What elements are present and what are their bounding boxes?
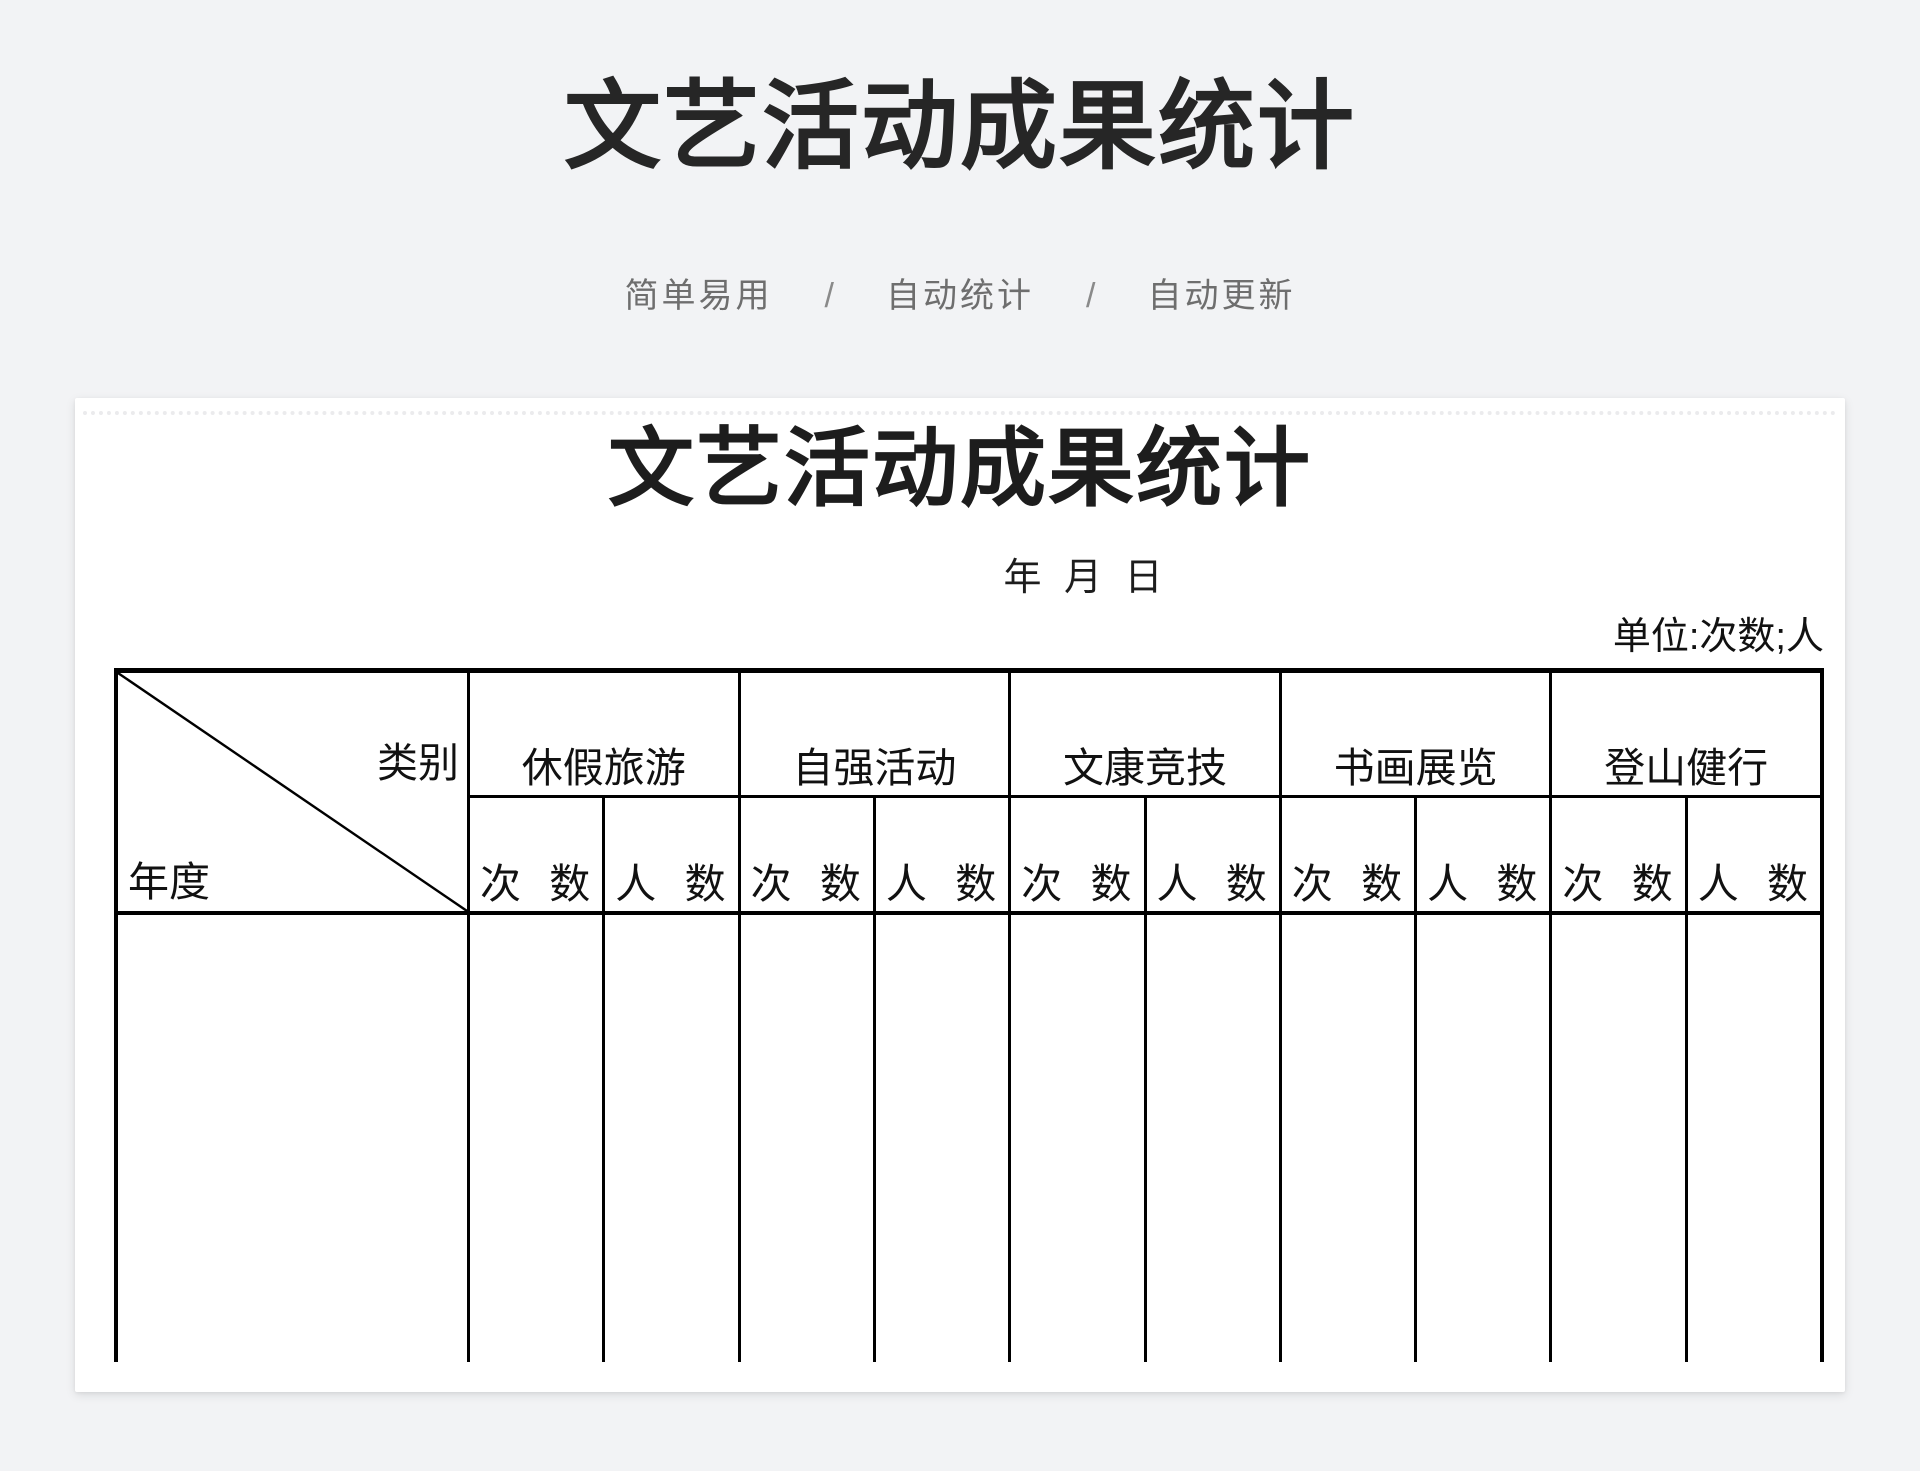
category-header-3: 文康竞技 xyxy=(1008,673,1279,796)
body-cell xyxy=(1414,911,1550,1363)
corner-label-category: 类别 xyxy=(377,740,459,787)
subtitle-separator: / xyxy=(1086,276,1096,315)
body-cell xyxy=(467,911,603,1363)
category-header-1: 休假旅游 xyxy=(467,673,738,796)
category-header-2: 自强活动 xyxy=(737,673,1009,796)
body-cell xyxy=(602,911,738,1363)
statistics-table: 类别 年度 休假旅游 自强活动 文康竞技 书画展览 登山健行 次数 人数 次数 … xyxy=(114,668,1824,1363)
subheader-times-1: 次数 xyxy=(467,795,603,912)
page-subtitle: 简单易用 / 自动统计 / 自动更新 xyxy=(0,273,1920,321)
diagonal-line xyxy=(118,673,467,911)
subheader-people-3: 人数 xyxy=(1143,795,1279,912)
sheet-preview-card: 文艺活动成果统计 年 月 日 单位:次数;人 类别 年度 休假旅游 自强活动 文… xyxy=(75,397,1845,1392)
body-cell xyxy=(1684,911,1820,1363)
body-cell xyxy=(1008,911,1144,1363)
body-cell xyxy=(1549,911,1685,1363)
subheader-people-4: 人数 xyxy=(1414,795,1550,912)
sheet-title: 文艺活动成果统计 xyxy=(608,420,1312,517)
subheader-people-2: 人数 xyxy=(872,795,1009,912)
subheader-times-3: 次数 xyxy=(1008,795,1144,912)
body-cell xyxy=(1278,911,1415,1363)
subheader-times-2: 次数 xyxy=(737,795,873,912)
subheader-times-5: 次数 xyxy=(1549,795,1685,912)
subheader-people-5: 人数 xyxy=(1684,795,1820,912)
subheader-times-4: 次数 xyxy=(1278,795,1415,912)
subtitle-item-3: 自动更新 xyxy=(1147,276,1296,315)
category-header-4: 书画展览 xyxy=(1278,673,1550,796)
corner-label-year: 年度 xyxy=(128,859,210,906)
page-title: 文艺活动成果统计 xyxy=(564,72,1356,181)
body-cell-year xyxy=(118,911,467,1362)
unit-note: 单位:次数;人 xyxy=(1612,616,1824,658)
sheet-date-line: 年 月 日 xyxy=(1003,556,1169,599)
subheader-people-1: 人数 xyxy=(602,795,738,912)
subtitle-item-2: 自动统计 xyxy=(886,276,1034,315)
subtitle-separator: / xyxy=(824,276,834,315)
body-cell xyxy=(1143,911,1279,1363)
category-header-5: 登山健行 xyxy=(1549,673,1820,796)
pagebreak-dotted-line xyxy=(83,410,1837,415)
body-cell xyxy=(872,911,1009,1363)
subtitle-item-1: 简单易用 xyxy=(624,276,773,315)
table-corner-cell: 类别 年度 xyxy=(118,673,467,911)
body-cell xyxy=(737,911,873,1363)
